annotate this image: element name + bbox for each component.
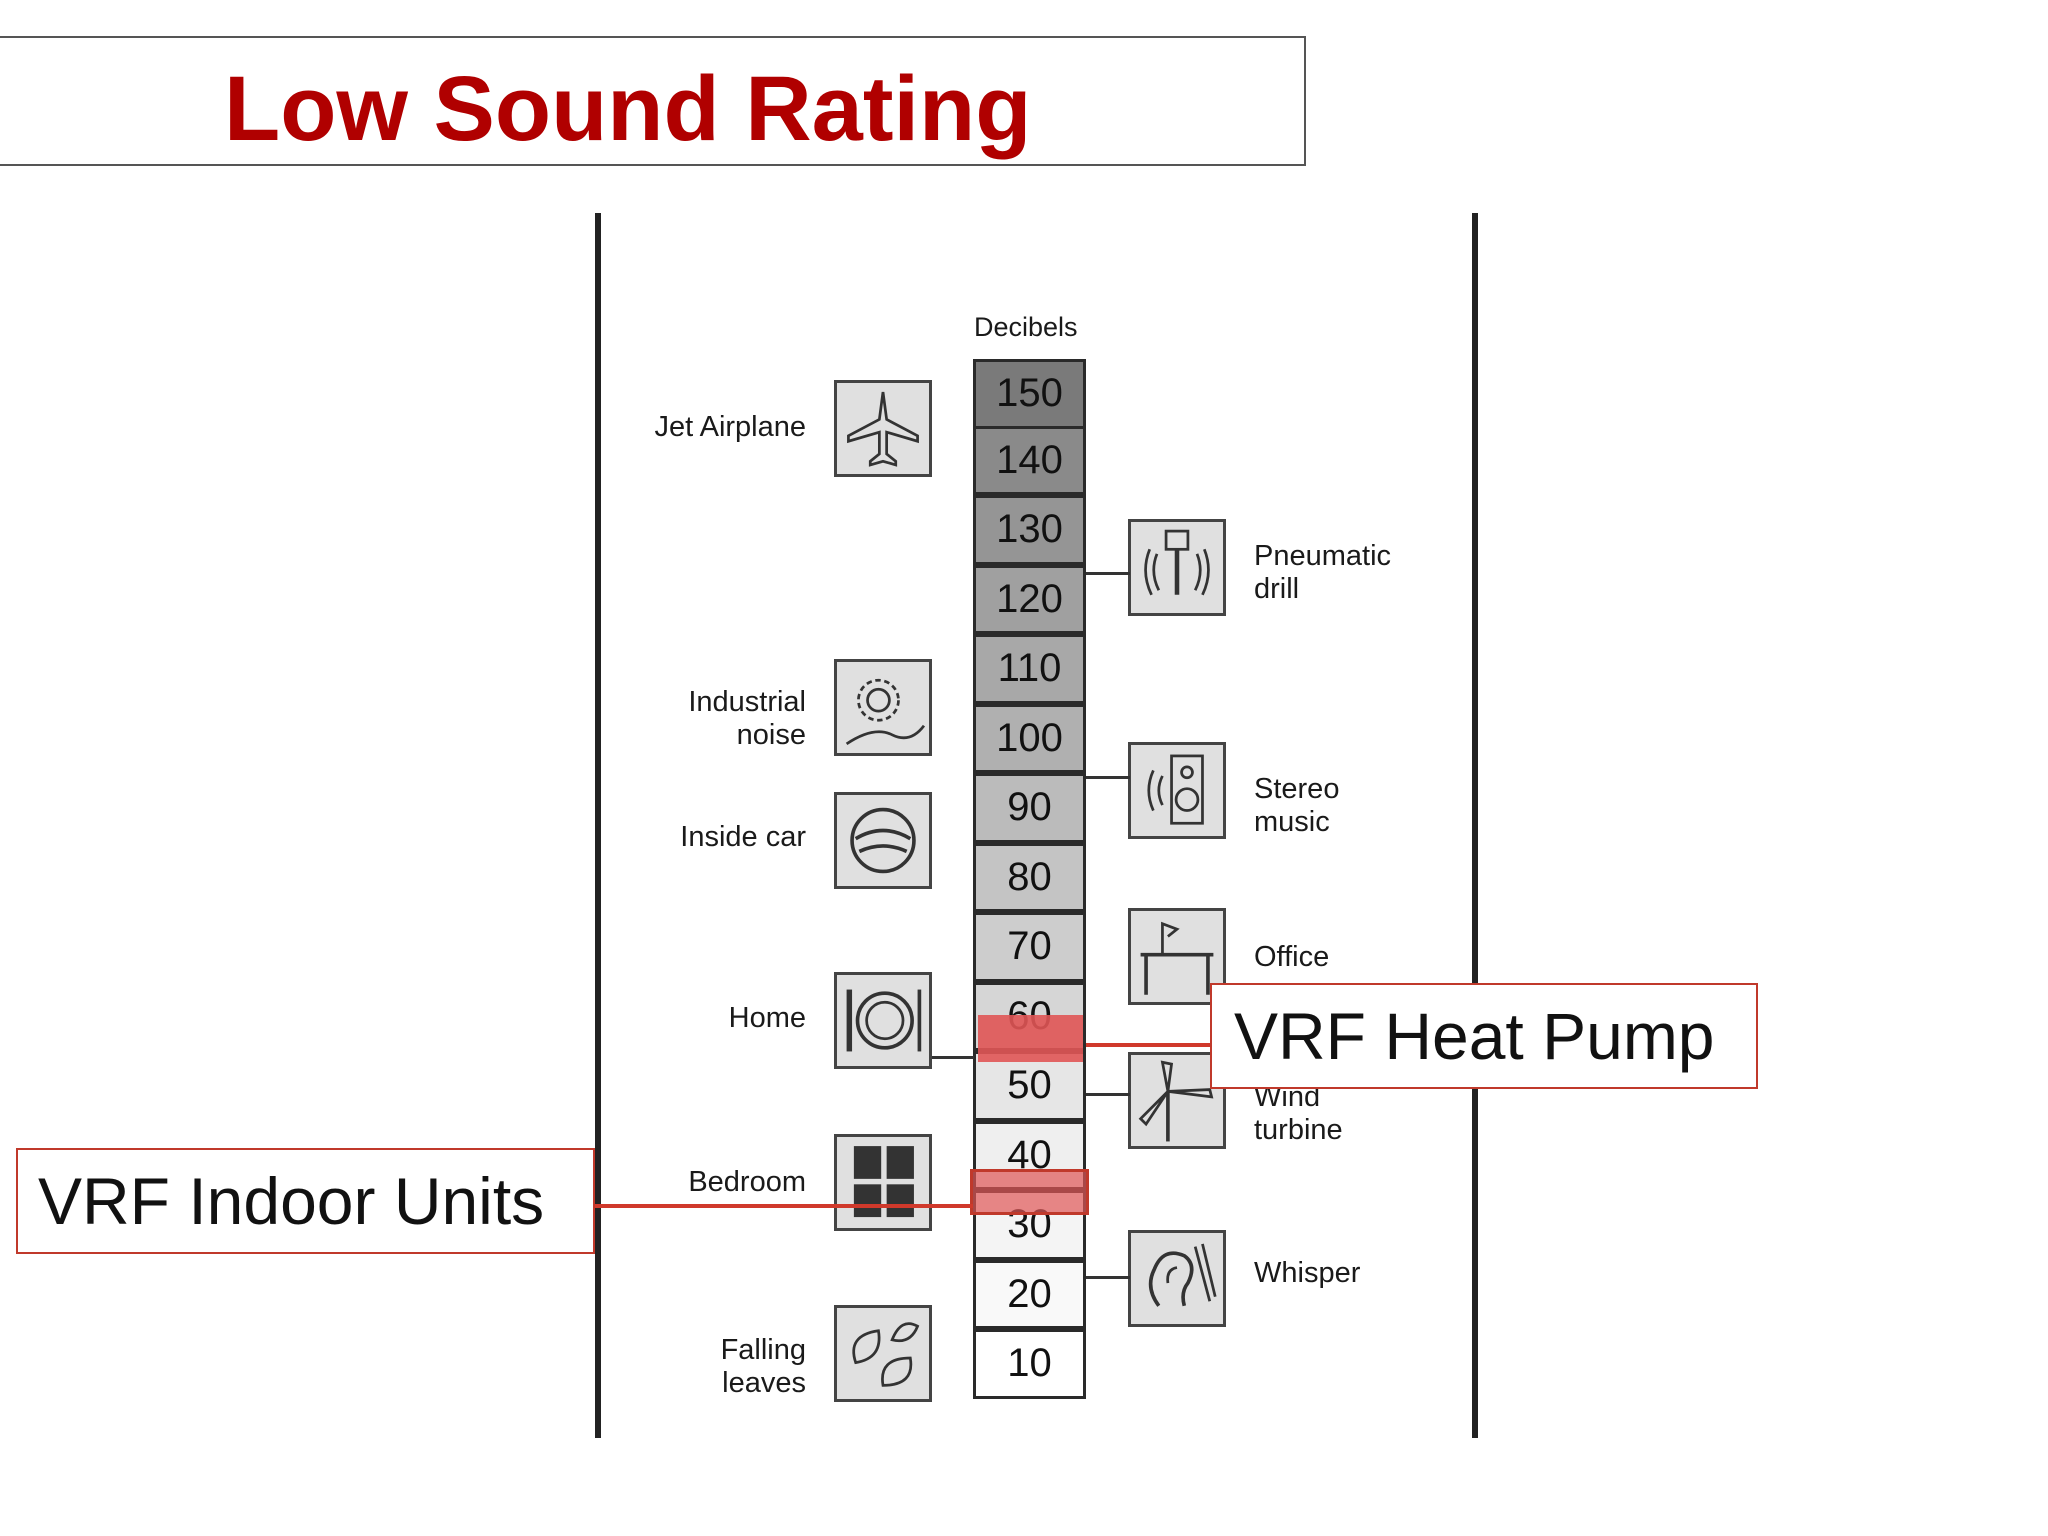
indoor-units-callout: VRF Indoor Units — [16, 1148, 595, 1254]
connector-wind — [1086, 1093, 1130, 1096]
decibel-value: 90 — [1007, 785, 1052, 830]
ear-icon — [1128, 1230, 1226, 1327]
steering-wheel-icon — [834, 792, 932, 889]
indoor-units-connector — [593, 1204, 973, 1208]
plate-icon — [834, 972, 932, 1069]
decibel-cell: 70 — [973, 912, 1086, 982]
decibel-value: 70 — [1007, 924, 1052, 969]
leaves-icon — [834, 1305, 932, 1402]
decibel-cell: 120 — [973, 564, 1086, 634]
indoor-units-callout-text: VRF Indoor Units — [38, 1164, 545, 1238]
jet-airplane-icon — [834, 380, 932, 477]
label-industrial-noise: Industrial noise — [688, 686, 806, 751]
page-title: Low Sound Rating — [224, 58, 1032, 160]
label-falling-leaves: Falling leaves — [720, 1334, 806, 1399]
decibel-value: 10 — [1007, 1341, 1052, 1386]
label-wind-turbine: Wind turbine — [1254, 1081, 1343, 1146]
decibel-scale: 150140130120110100908070605040302010 — [973, 359, 1086, 1402]
title-frame — [0, 36, 1306, 166]
decibel-value: 150 — [996, 371, 1063, 416]
diagram-left-border — [595, 213, 601, 1438]
decibel-cell: 140 — [973, 425, 1086, 495]
decibel-cell: 150 — [973, 359, 1086, 429]
label-office: Office — [1254, 941, 1330, 973]
connector-drill — [1086, 572, 1130, 575]
drill-icon — [1128, 519, 1226, 616]
speaker-icon — [1128, 742, 1226, 839]
decibel-value: 20 — [1007, 1271, 1052, 1316]
decibel-cell: 80 — [973, 842, 1086, 912]
decibel-cell: 130 — [973, 495, 1086, 565]
decibel-value: 130 — [996, 507, 1063, 552]
decibel-cell: 50 — [973, 1051, 1086, 1121]
decibel-value: 80 — [1007, 854, 1052, 899]
wind-turbine-icon — [1128, 1052, 1226, 1149]
desk-icon — [1128, 908, 1226, 1005]
decibel-cell: 110 — [973, 634, 1086, 704]
gear-icon — [834, 659, 932, 756]
decibel-cell: 100 — [973, 703, 1086, 773]
label-stereo-music: Stereo music — [1254, 773, 1340, 838]
decibel-cell: 20 — [973, 1259, 1086, 1329]
heat-pump-connector — [1086, 1043, 1210, 1047]
window-icon — [834, 1134, 932, 1231]
decibel-cell: 10 — [973, 1329, 1086, 1399]
label-pneumatic-drill: Pneumatic drill — [1254, 540, 1392, 605]
decibel-value: 100 — [996, 715, 1063, 760]
label-jet-airplane: Jet Airplane — [654, 411, 806, 443]
heat-pump-highlight — [978, 1015, 1083, 1062]
heat-pump-callout-text: VRF Heat Pump — [1234, 999, 1715, 1073]
label-whisper: Whisper — [1254, 1257, 1361, 1289]
label-home: Home — [728, 1002, 806, 1034]
indoor-units-highlight — [970, 1169, 1089, 1215]
label-inside-car: Inside car — [680, 821, 806, 853]
decibels-header: Decibels — [974, 312, 1078, 342]
decibel-value: 140 — [996, 437, 1063, 482]
decibel-value: 50 — [1007, 1063, 1052, 1108]
diagram-right-border — [1472, 213, 1478, 1438]
heat-pump-callout: VRF Heat Pump — [1210, 983, 1758, 1089]
connector-home — [932, 1056, 974, 1059]
decibel-value: 110 — [997, 646, 1062, 691]
decibel-value: 120 — [996, 576, 1063, 621]
connector-whisper — [1086, 1276, 1130, 1279]
decibel-cell: 90 — [973, 773, 1086, 843]
connector-stereo — [1086, 776, 1130, 779]
label-bedroom: Bedroom — [688, 1166, 806, 1198]
